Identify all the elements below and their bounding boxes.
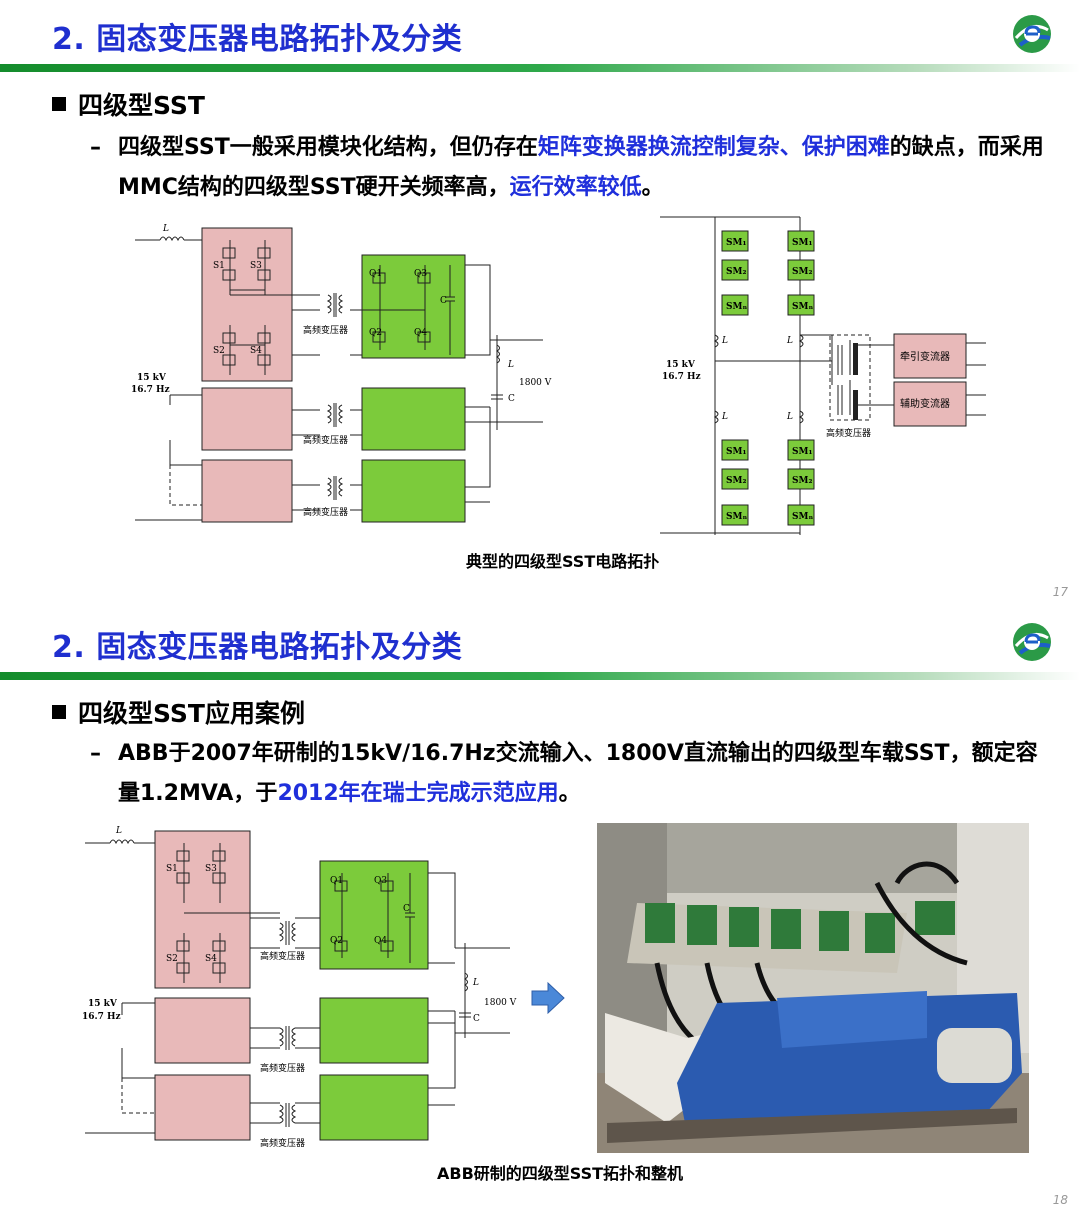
page-number: 18 <box>1052 1193 1068 1207</box>
switch-label-s1: S1 <box>166 864 178 874</box>
bullet-paragraph: – ABB于2007年研制的15kV/16.7Hz交流输入、1800V直流输出的… <box>90 734 1050 814</box>
arm-inductor-label: L <box>786 336 793 346</box>
dash-bullet: – <box>90 135 101 160</box>
switch-label-s2: S2 <box>213 346 225 356</box>
slide-17: 2. 固态变压器电路拓扑及分类 四级型SST – 四级型SST一般采用模块化结构… <box>0 0 1080 607</box>
output-inductor-label: L <box>472 978 479 988</box>
sm1-label: SM₁ <box>792 238 812 248</box>
para-highlight-1: 矩阵变换器换流控制复杂、保护困难 <box>537 135 890 160</box>
input-frequency-label: 16.7 Hz <box>131 385 170 395</box>
heading-text: 四级型SST <box>78 91 205 120</box>
switch-label-s3: S3 <box>250 261 262 271</box>
dash-bullet: – <box>90 741 101 766</box>
input-frequency-label: 16.7 Hz <box>82 1012 121 1022</box>
slide-18: 2. 固态变压器电路拓扑及分类 四级型SST应用案例 – ABB于2007年研制… <box>0 608 1080 1215</box>
sm1-label: SM₁ <box>792 447 812 457</box>
para-highlight-2: 运行效率较低 <box>509 175 642 200</box>
abb-sst-photo <box>597 823 1029 1153</box>
arrow-right-icon <box>531 981 565 1015</box>
auxiliary-converter-label: 辅助变流器 <box>900 397 950 410</box>
inductor-label: L <box>162 224 169 234</box>
company-logo <box>1013 15 1051 53</box>
switch-label-s4: S4 <box>205 954 217 964</box>
title-rule <box>0 64 1080 72</box>
capacitor-label: C <box>403 904 410 914</box>
inductor-label: L <box>115 826 122 836</box>
para-text-2: 的缺点，而采用MMC结构的四级型SST硬开关频率高， <box>118 135 1044 200</box>
sm2-label: SM₂ <box>792 267 812 277</box>
switch-label-s4: S4 <box>250 346 262 356</box>
switch-label-q3: Q3 <box>374 876 387 886</box>
transformer-label: 高频变压器 <box>826 427 871 439</box>
title-rule <box>0 672 1080 680</box>
slide-title: 2. 固态变压器电路拓扑及分类 <box>52 22 463 57</box>
figure-caption: ABB研制的四级型SST拓扑和整机 <box>437 1164 684 1183</box>
transformer-label-3: 高频变压器 <box>303 506 348 518</box>
transformer-label-2: 高频变压器 <box>260 1062 305 1074</box>
four-stage-sst-circuit: L S1 S3 S2 S4 Q1 Q3 Q2 Q4 C 高频变压器 高频变压器 … <box>131 224 552 523</box>
para-text-3: 。 <box>641 175 664 200</box>
para-highlight-1: 2012年在瑞士完成示范应用 <box>277 781 559 806</box>
page-number: 17 <box>1052 585 1068 599</box>
switch-label-s2: S2 <box>166 954 178 964</box>
output-capacitor-label: C <box>508 394 515 404</box>
input-voltage-label: 15 kV <box>88 999 118 1009</box>
transformer-label-2: 高频变压器 <box>303 434 348 446</box>
mmc-sst-circuit: SM₁ SM₁ SM₂ SM₂ SMₙ SMₙ SM₁ SM₁ SM₂ SM₂ … <box>660 216 986 535</box>
abb-sst-circuit: L S1 S3 S2 S4 Q1 Q3 Q2 Q4 C 高频变压器 高频变压器 … <box>82 826 517 1149</box>
input-voltage-label: 15 kV <box>666 360 696 370</box>
para-text-1: 四级型SST一般采用模块化结构，但仍存在 <box>118 135 538 160</box>
capacitor-label: C <box>440 296 447 306</box>
para-text-1: ABB于2007年研制的15kV/16.7Hz交流输入、1800V直流输出的四级… <box>118 741 1038 806</box>
company-logo <box>1013 623 1051 661</box>
switch-label-q2: Q2 <box>330 936 343 946</box>
input-voltage-label: 15 kV <box>137 373 167 383</box>
switch-label-q1: Q1 <box>369 269 382 279</box>
transformer-label-3: 高频变压器 <box>260 1137 305 1149</box>
smn-label: SMₙ <box>726 302 747 312</box>
section-heading: 四级型SST <box>52 86 205 122</box>
sm1-label: SM₁ <box>726 447 746 457</box>
transformer-label-1: 高频变压器 <box>303 324 348 336</box>
sm2-label: SM₂ <box>726 267 746 277</box>
output-inductor-label: L <box>507 360 514 370</box>
sm1-label: SM₁ <box>726 238 746 248</box>
output-voltage-label: 1800 V <box>484 998 517 1008</box>
figure-caption: 典型的四级型SST电路拓扑 <box>466 552 660 571</box>
switch-label-q2: Q2 <box>369 328 382 338</box>
transformer-label-1: 高频变压器 <box>260 950 305 962</box>
sm2-label: SM₂ <box>726 476 746 486</box>
slide-title: 2. 固态变压器电路拓扑及分类 <box>52 630 463 665</box>
bullet-square <box>52 97 66 111</box>
output-capacitor-label: C <box>473 1014 480 1024</box>
traction-converter-label: 牵引变流器 <box>900 350 950 363</box>
arm-inductor-label: L <box>786 412 793 422</box>
switch-label-q1: Q1 <box>330 876 343 886</box>
arm-inductor-label: L <box>721 336 728 346</box>
switch-label-q4: Q4 <box>414 328 427 338</box>
output-voltage-label: 1800 V <box>519 378 552 388</box>
arm-inductor-label: L <box>721 412 728 422</box>
para-text-2: 。 <box>558 781 581 806</box>
smn-label: SMₙ <box>792 302 813 312</box>
switch-label-q4: Q4 <box>374 936 387 946</box>
bullet-paragraph: – 四级型SST一般采用模块化结构，但仍存在矩阵变换器换流控制复杂、保护困难的缺… <box>90 128 1050 208</box>
switch-label-s3: S3 <box>205 864 217 874</box>
bullet-square <box>52 705 66 719</box>
sm2-label: SM₂ <box>792 476 812 486</box>
smn-label: SMₙ <box>792 512 813 522</box>
switch-label-q3: Q3 <box>414 269 427 279</box>
section-heading: 四级型SST应用案例 <box>52 694 305 730</box>
smn-label: SMₙ <box>726 512 747 522</box>
heading-text: 四级型SST应用案例 <box>78 699 305 728</box>
input-frequency-label: 16.7 Hz <box>662 372 701 382</box>
switch-label-s1: S1 <box>213 261 225 271</box>
